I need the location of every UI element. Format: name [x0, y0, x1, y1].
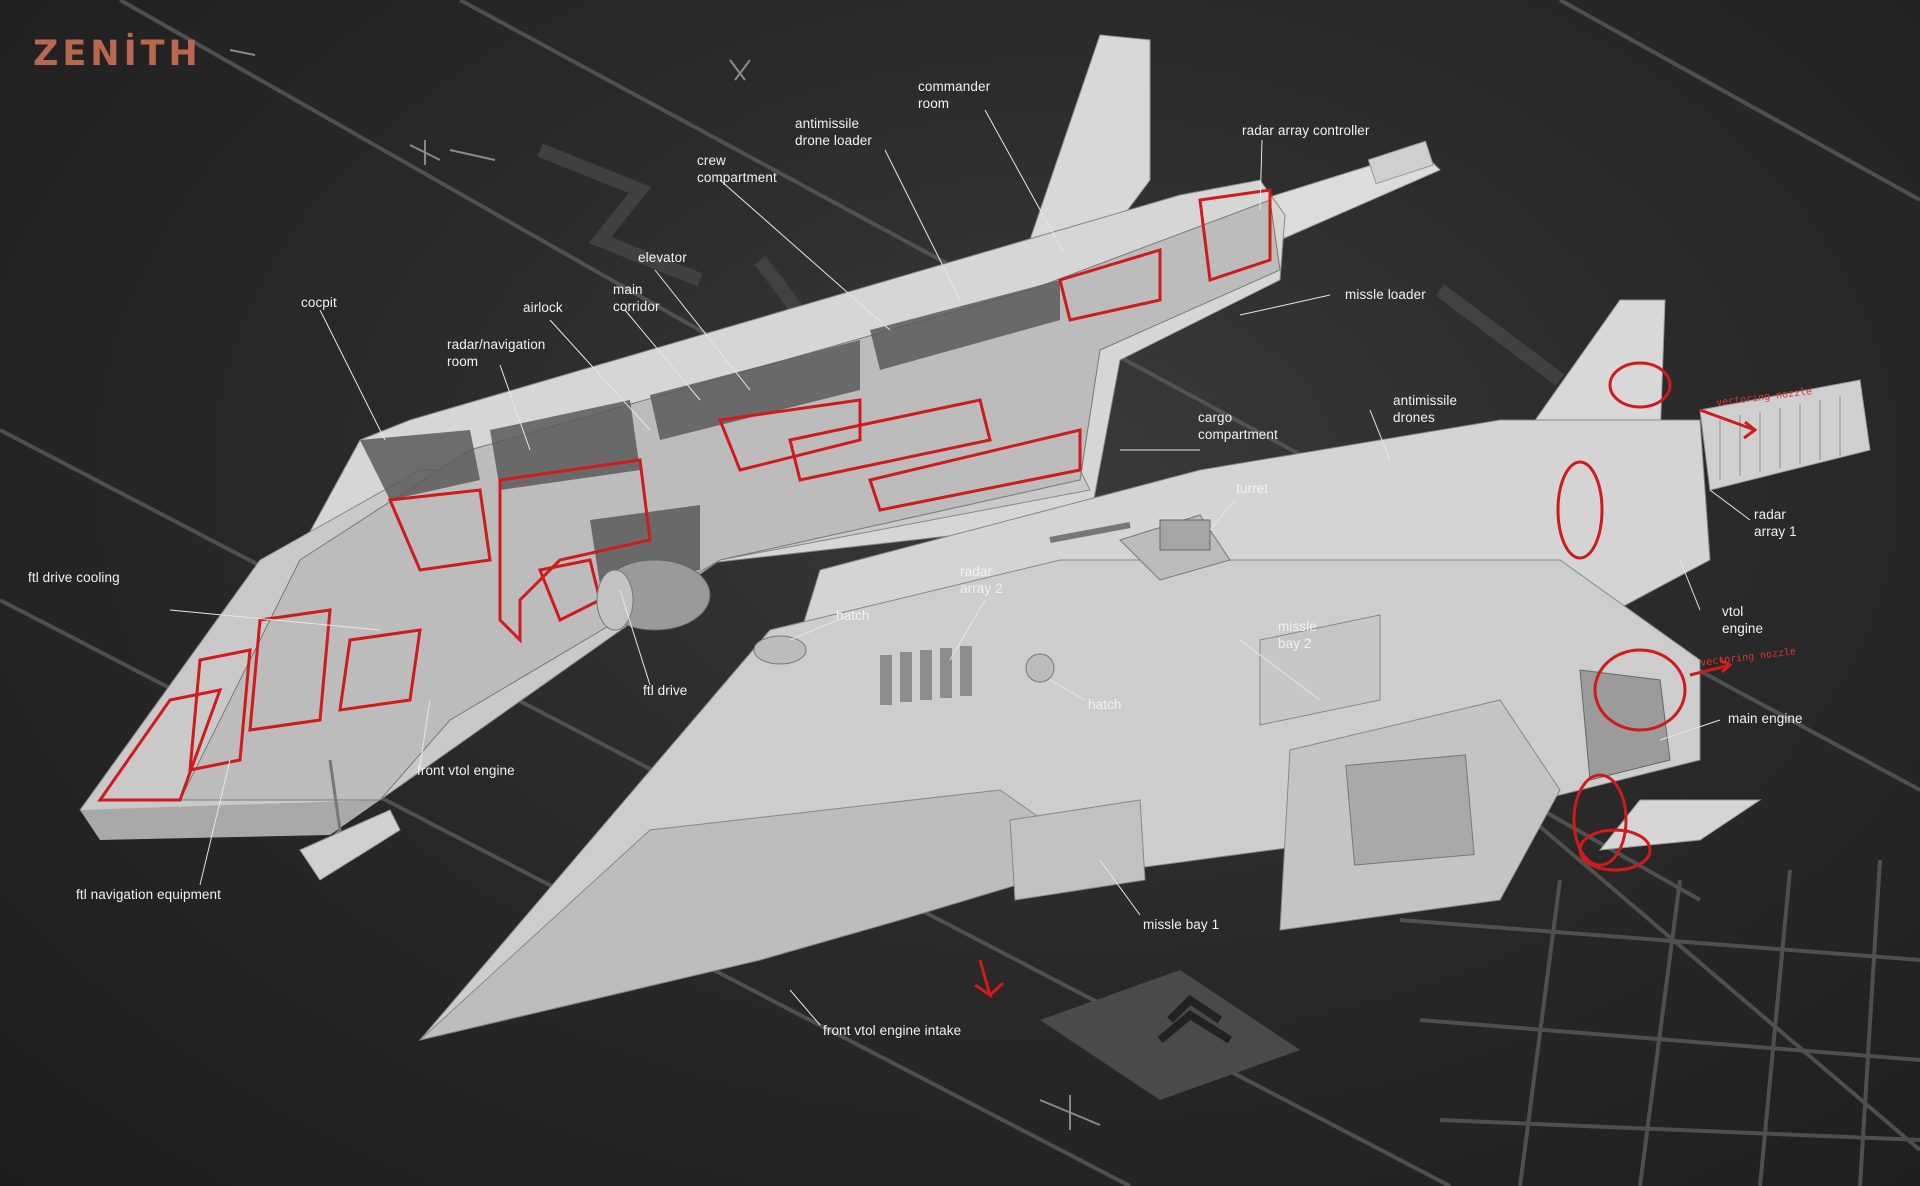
- label-airlock: airlock: [523, 300, 563, 315]
- label-radar-array-controller: radar array controller: [1242, 123, 1370, 138]
- label-vtol-engine: vtol engine: [1722, 604, 1764, 636]
- label-crew-compartment: crew compartment: [697, 153, 777, 185]
- label-radar-navigation-room: radar/navigation room: [447, 337, 546, 369]
- label-elevator: elevator: [638, 250, 687, 265]
- label-main-corridor: main corridor: [613, 282, 660, 314]
- vectoring-arrows: [974, 361, 1758, 999]
- label-hatch-top: hatch: [836, 608, 870, 623]
- label-commander-room: commander room: [918, 79, 991, 111]
- leader-lines: [169, 109, 1751, 1026]
- label-missle-loader: missle loader: [1345, 287, 1426, 302]
- label-ftl-drive-cooling: ftl drive cooling: [28, 570, 120, 585]
- label-front-vtol-engine-intake: front vtol engine intake: [823, 1023, 962, 1038]
- label-missle-bay-2: missle bay 2: [1278, 619, 1317, 651]
- label-antimissile-drone-loader: antimissile drone loader: [795, 116, 873, 148]
- label-ftl-drive: ftl drive: [643, 683, 688, 698]
- grid-cross-marks: [229, 49, 1101, 1130]
- label-main-engine: main engine: [1728, 711, 1803, 726]
- label-turret: turret: [1236, 481, 1269, 496]
- label-antimissile-drones: antimissile drones: [1393, 393, 1458, 425]
- label-radar-array-1: radar array 1: [1754, 507, 1797, 539]
- label-missle-bay-1: missle bay 1: [1143, 917, 1220, 932]
- exterior-ship: [418, 299, 1871, 1041]
- brand-logo: ZENİTH: [33, 34, 202, 74]
- label-cocpit: cocpit: [301, 295, 337, 310]
- cutaway-ship: [79, 34, 1441, 881]
- label-front-vtol-engine: front vtol engine: [417, 763, 515, 778]
- label-cargo-compartment: cargo compartment: [1198, 410, 1278, 442]
- label-hatch-side: hatch: [1088, 697, 1122, 712]
- label-radar-array-2: radar array 2: [960, 564, 1003, 596]
- label-ftl-navigation-equipment: ftl navigation equipment: [76, 887, 221, 902]
